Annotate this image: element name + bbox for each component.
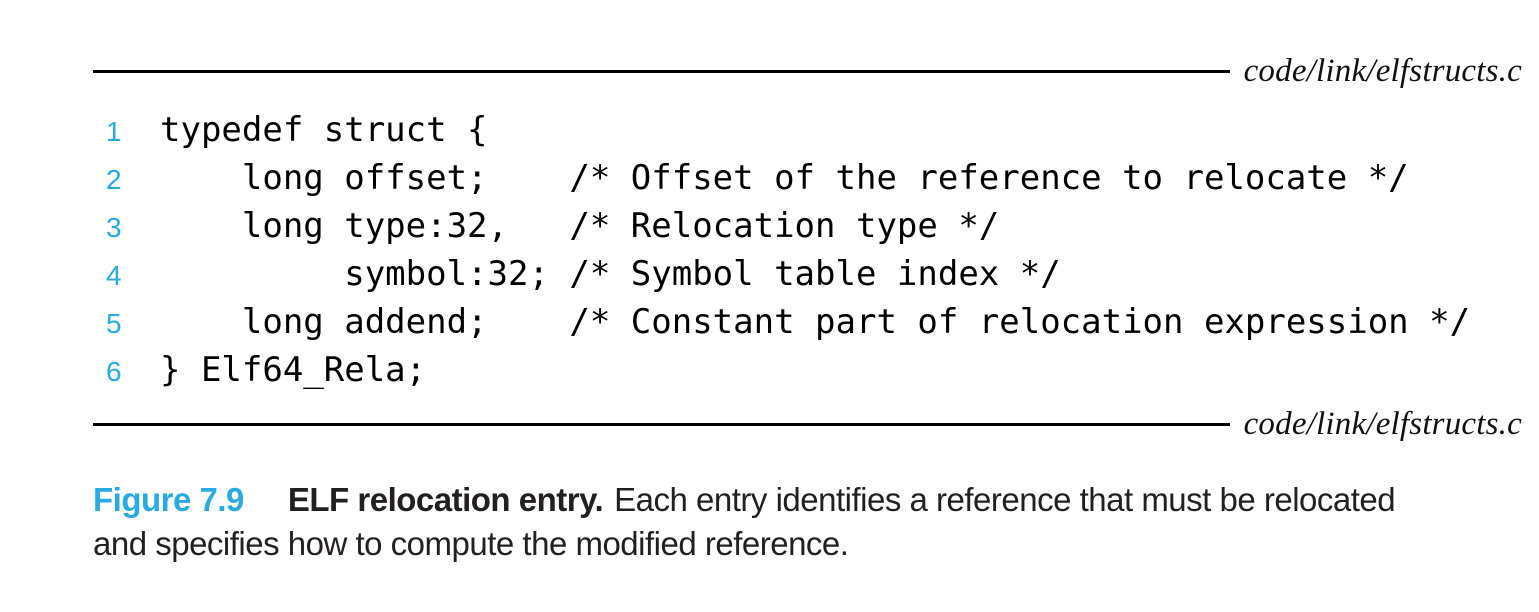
line-number: 1 [106,116,122,147]
figure-title: ELF relocation entry. [287,481,604,518]
code-text: symbol:32; /* Symbol table index */ [160,254,1061,294]
code-text: typedef struct { [160,110,488,150]
figure-number: Figure 7.9 [93,481,244,518]
figure-description-line2: and specifies how to compute the modifie… [93,525,849,562]
code-line: 3 long type:32, /* Relocation type */ [93,202,1522,250]
code-listing: 1 typedef struct { 2 long offset; /* Off… [93,106,1522,394]
line-number: 3 [106,212,122,243]
code-line: 2 long offset; /* Offset of the referenc… [93,154,1522,202]
line-number: 5 [106,308,122,339]
code-line: 4 symbol:32; /* Symbol table index */ [93,250,1522,298]
code-line: 1 typedef struct { [93,106,1522,154]
figure-caption: Figure 7.9 ELF relocation entry. Each entr… [93,478,1522,566]
code-line: 5 long addend; /* Constant part of reloc… [93,298,1522,346]
source-file-label-bottom: code/link/elfstructs.c [1243,405,1522,442]
line-number: 4 [106,260,122,291]
source-footer-row: code/link/elfstructs.c [93,402,1522,446]
line-number: 6 [106,356,122,387]
code-text: } Elf64_Rela; [160,350,427,390]
code-text: long offset; /* Offset of the reference … [160,158,1409,198]
code-text: long type:32, /* Relocation type */ [160,206,1000,246]
source-file-label-top: code/link/elfstructs.c [1243,52,1522,89]
figure-description-line1: Each entry identifies a reference that m… [614,481,1396,518]
source-header-row: code/link/elfstructs.c [93,49,1522,93]
code-text: long addend; /* Constant part of relocat… [160,302,1471,342]
bottom-rule [93,422,1230,426]
code-line: 6 } Elf64_Rela; [93,346,1522,394]
line-number: 2 [106,164,122,195]
top-rule [93,69,1230,73]
